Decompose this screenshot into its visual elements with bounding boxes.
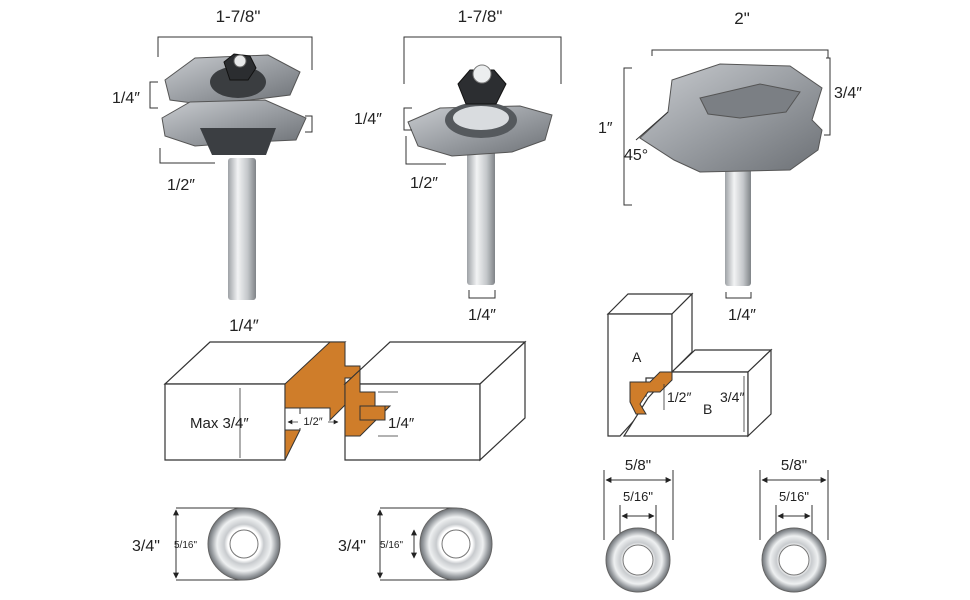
depth-label: 1/2″ [303,416,322,428]
bearing1-outer-label: 3/4" [132,538,160,555]
bit2-nut [457,69,507,105]
bit2-top-dimension-line [403,36,562,84]
miter-cut-face [629,371,673,415]
bit2-shank-bracket [468,290,496,299]
bit2-shank-label: 1/4″ [468,307,496,324]
bit2-cut-label: 1/4″ [354,111,382,128]
max-label: Max 3/4″ [190,415,249,432]
bit2-bearing-race [453,106,509,130]
bit1-bolt [233,54,247,68]
bearing-4: 5/8" 5/16" [759,457,829,593]
router-bit-2: 1-7/8" 1/4″ 1/2″ 1/4″ [354,7,562,324]
bit1-right-bracket [305,115,313,133]
bearing4-inner-label: 5/16" [779,489,809,504]
bearing1-outline [176,507,244,581]
tongue-groove-diagram: 1/4″ Max 3/4″ 1/2″ 1/4″ [163,316,527,462]
bit2-top-label: 1-7/8" [458,7,503,26]
bit3-top-dimension-line [651,49,829,58]
bearing3-hole [622,544,654,576]
router-bit-1: 1-7/8" 1/4″ 1/2″ [112,7,313,300]
block-a-side [671,292,693,374]
bit1-bottom-bracket [159,148,215,164]
bit2-cut-bracket [403,107,412,131]
block-a-label: A [632,349,642,365]
bit3-shank [725,160,751,286]
bearing-1: 3/4" 5/16" [132,507,281,581]
bit1-top-label: 1-7/8" [216,7,261,26]
block-b-side [747,348,772,438]
bit3-cutter [639,63,823,173]
bit2-shank [467,150,495,285]
miter-height-label: 3/4″ [720,389,744,405]
bit1-top-dimension-line [157,36,313,70]
bearing3-outer-label: 5/8" [625,457,651,474]
miter-depth-label: 1/2″ [667,389,691,405]
router-bit-3: 2" 1″ 45° 3/4″ 1/4″ [598,9,862,324]
bearing1-inner-label: 5/16" [174,540,197,551]
bearing3-inner-label: 5/16" [623,489,653,504]
bit3-top-label: 2" [734,9,750,28]
bearing1-hole [229,529,259,559]
bit3-shank-label: 1/4″ [728,307,756,324]
depth-label-bg [298,414,328,428]
bit3-height-label: 1″ [598,120,613,137]
bit3-angle-label: 45° [624,147,648,164]
bit2-bolt [472,64,492,84]
bit3-height-bracket [623,67,632,206]
left-groove-inner [284,407,301,431]
bearing-2: 3/4" 5/16" [338,507,493,581]
bit3-angle-line [635,111,669,141]
bearing2-outline [380,507,456,581]
bearing2-inner-label: 5/16" [380,540,403,551]
bit2-bottom-bracket [405,136,446,165]
block-b-label: B [703,401,712,417]
tongue-label: 1/4″ [388,415,415,432]
bearing4-hole [778,544,810,576]
miter-joint-diagram: A B 1/2″ 3/4″ [606,292,773,438]
bearing2-hole [441,529,471,559]
bearing4-outer-label: 5/8" [781,457,807,474]
joint-top-label: 1/4″ [229,316,259,335]
bit1-cut-bracket [149,81,158,109]
bit3-wing [699,83,801,119]
bearing-3: 5/8" 5/16" [603,457,674,593]
bit1-bottom-label: 1/2″ [167,177,195,194]
right-tongue-front [359,405,386,421]
bit3-side-bracket [824,57,831,136]
bit1-cut-label: 1/4″ [112,90,140,107]
bit1-hub [200,128,276,155]
bearing2-outer-label: 3/4" [338,538,366,555]
bit3-side-label: 3/4″ [834,85,862,102]
bit3-shank-bracket [725,292,752,299]
bit2-bottom-label: 1/2″ [410,175,438,192]
bit1-shank [228,158,256,300]
right-block-side [479,340,526,462]
